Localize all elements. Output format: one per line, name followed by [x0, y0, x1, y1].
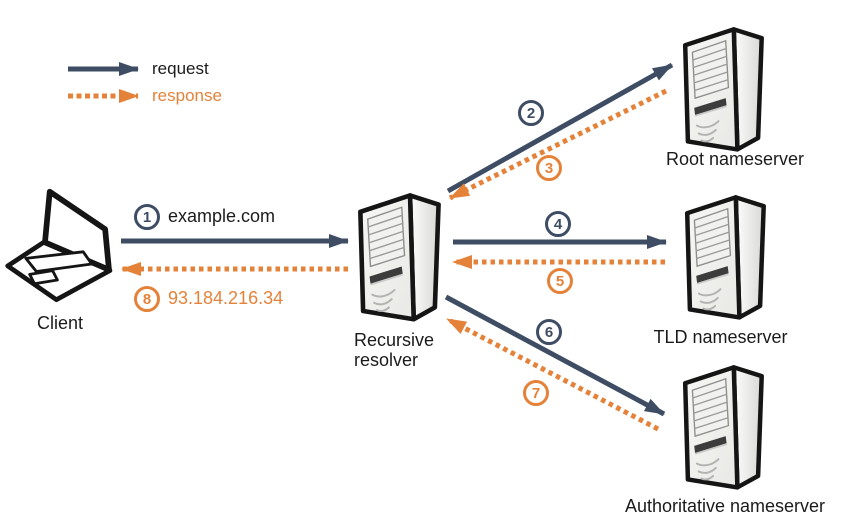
legend-response-label: response [152, 85, 222, 105]
recursive-resolver-server-icon [353, 190, 445, 322]
authoritative-nameserver-server-icon [678, 362, 768, 490]
client-laptop-icon [2, 186, 117, 313]
root-nameserver-server-icon [678, 24, 768, 152]
legend-request-label: request [152, 58, 209, 78]
tld-nameserver-server-icon [680, 192, 770, 320]
request-arrow-icon [68, 61, 139, 76]
legend-request-row: request [66, 55, 222, 82]
legend-response-row: response [66, 82, 222, 109]
legend: request response [66, 55, 222, 109]
arrow-step2-request [446, 62, 674, 194]
arrow-step6-request [444, 294, 666, 417]
arrow-step7-response [445, 316, 660, 432]
arrow-step3-response [448, 88, 668, 201]
response-arrow-icon [68, 88, 139, 103]
